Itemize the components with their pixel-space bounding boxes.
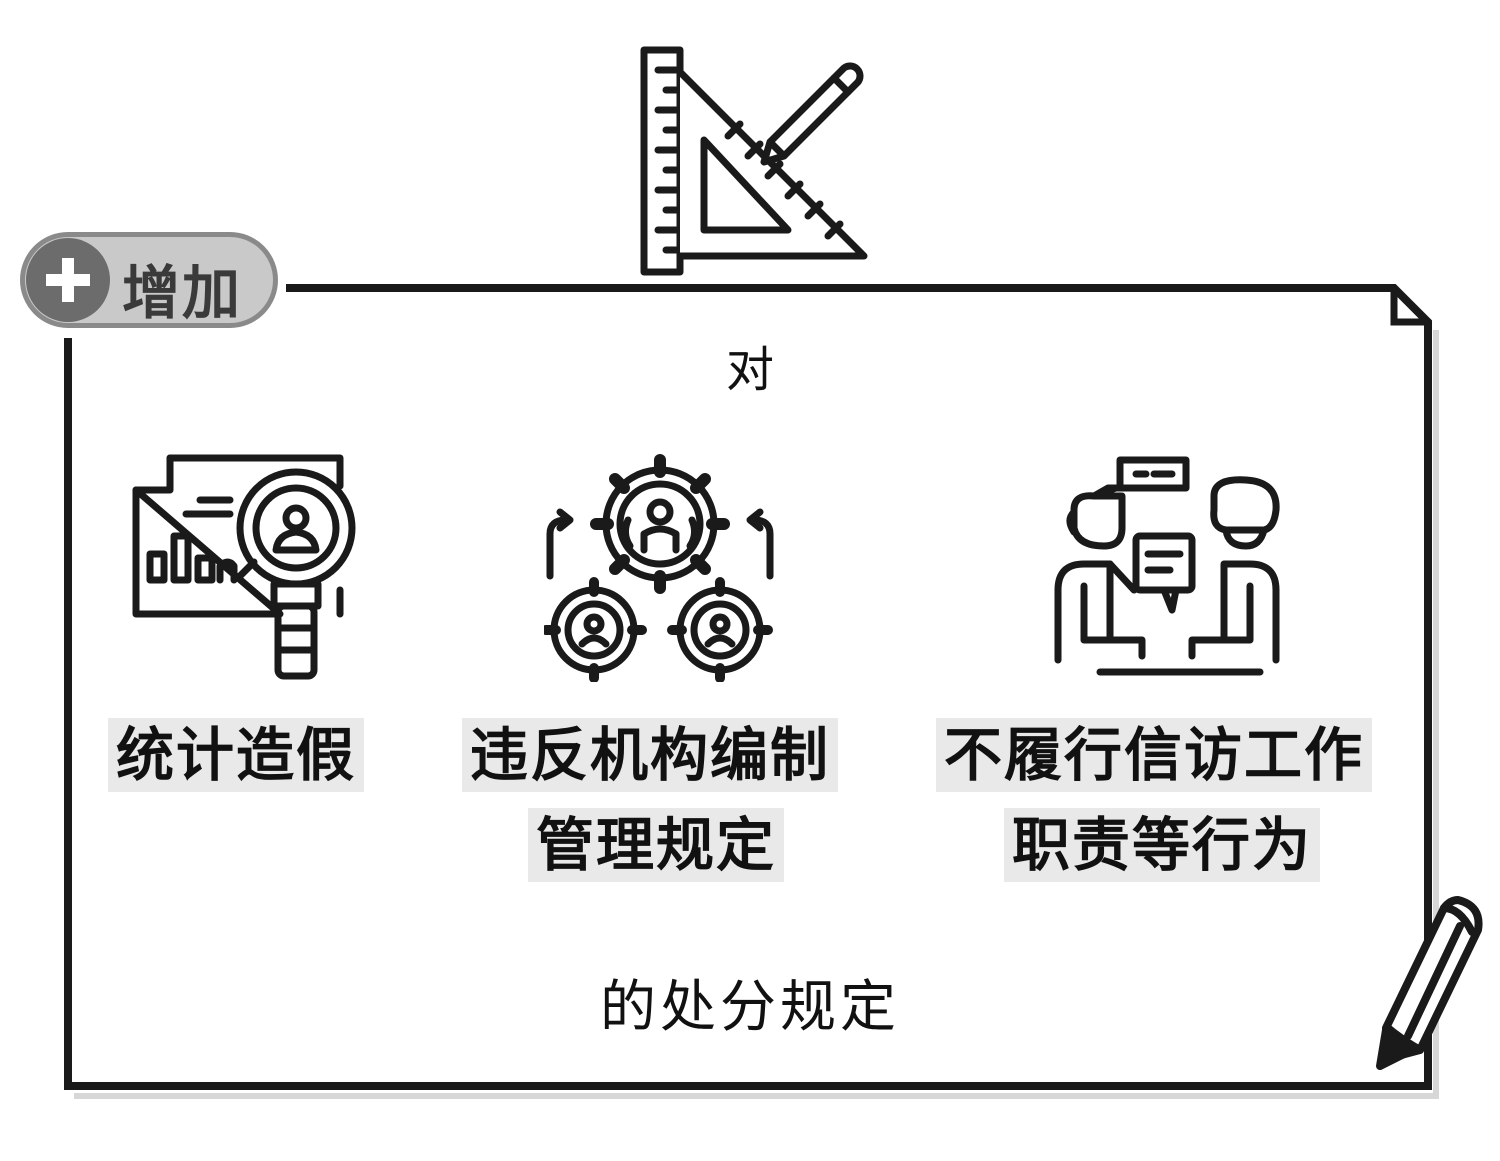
petition-meeting-icon (1054, 456, 1280, 676)
ruler-triangle-pencil-icon (640, 46, 868, 276)
item-label-petition-line2: 职责等行为 (1004, 808, 1321, 882)
item-label-organization-line1: 违反机构编制 (462, 718, 839, 792)
item-label-statistics: 统计造假 (108, 718, 365, 792)
item-label-petition-line1: 不履行信访工作 (936, 718, 1373, 792)
badge-label: 增加 (122, 259, 243, 327)
closing-text: 的处分规定 (600, 975, 900, 1040)
plus-icon (26, 238, 110, 322)
organization-gears-icon (544, 454, 774, 682)
pencil-icon (1376, 896, 1483, 1070)
statistics-magnifier-icon (132, 454, 356, 680)
intro-text: 对 (725, 342, 774, 398)
item-label-organization-line2: 管理规定 (528, 808, 785, 882)
